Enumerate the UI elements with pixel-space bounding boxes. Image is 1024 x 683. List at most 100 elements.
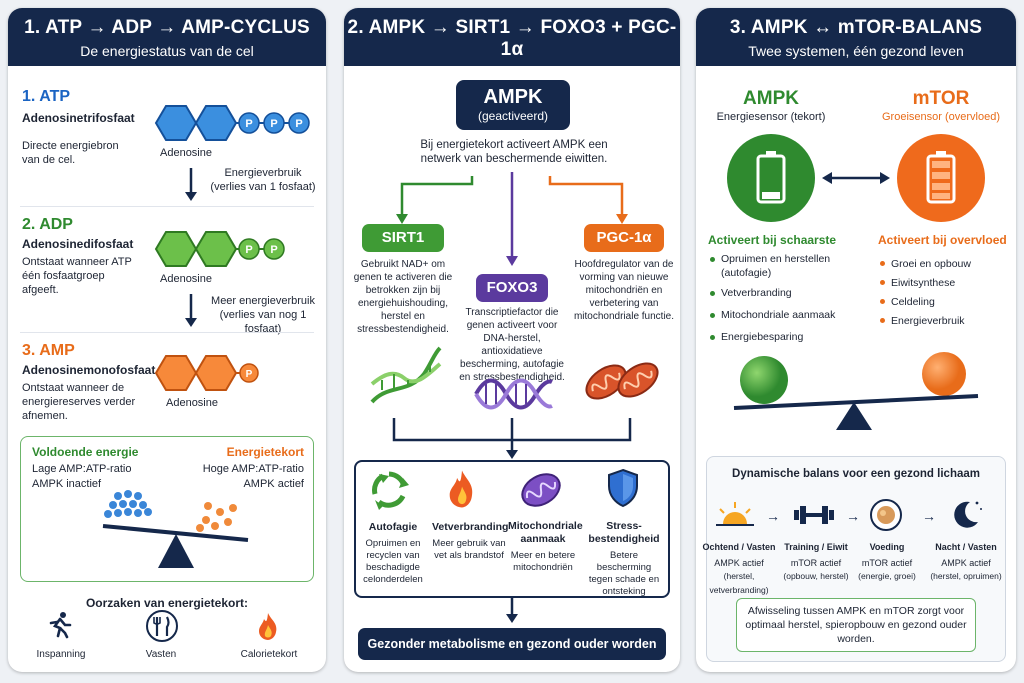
dynamic-balance-title: Dynamische balans voor een gezond lichaa… bbox=[732, 468, 980, 480]
balance-seesaw-icon bbox=[733, 352, 979, 430]
battery-full-icon bbox=[897, 134, 985, 222]
amp-description: Ontstaat wanneer de energiereserves verd… bbox=[22, 382, 136, 422]
phase-line1: AMPK actief bbox=[941, 558, 991, 568]
phase-line1: AMPK actief bbox=[714, 558, 764, 568]
energy-shortage-title: Energietekort bbox=[226, 445, 304, 459]
phosphate-label: P bbox=[270, 244, 277, 256]
atp-base-label: Adenosine bbox=[160, 147, 212, 159]
footer-note-box: Afwisseling tussen AMPK en mTOR zorgt vo… bbox=[736, 598, 976, 652]
energy-balance-box bbox=[20, 436, 314, 582]
phase-line2: (opbouw, herstel) bbox=[783, 571, 849, 581]
sirt1-description: Gebruikt NAD+ om genen te activeren die … bbox=[353, 259, 453, 335]
arrow2-label: Meer energieverbruik (verlies van nog 1 … bbox=[211, 295, 315, 335]
phase-line2: (energie, groei) bbox=[858, 571, 916, 581]
arrow-right-icon: → bbox=[766, 508, 780, 524]
arrow-right-icon: → bbox=[922, 508, 936, 524]
sufficient-energy-line2: AMPK inactief bbox=[32, 478, 102, 490]
mtor-list-item: Groei en opbouw bbox=[891, 257, 971, 270]
merge-bracket bbox=[392, 418, 632, 459]
mtor-list: Groei en opbouw Eiwitsynthese Celdeling … bbox=[880, 254, 1010, 330]
energy-shortage-line2: AMPK actief bbox=[243, 478, 304, 490]
atp-description: Directe energiebron van de cel. bbox=[22, 140, 119, 166]
panel-ampk-mtor-balance: 3. AMPK ↔ mTOR-BALANS Twee systemen, één… bbox=[696, 8, 1016, 672]
running-icon bbox=[49, 612, 72, 639]
atp-molecule-icon: P P P bbox=[154, 105, 310, 141]
panel-longevity-cascade: 2. AMPK → SIRT1 → FOXO3 + PGC-1α De long… bbox=[344, 8, 680, 672]
phase-line2: (herstel, vetverbranding) bbox=[709, 571, 769, 595]
arrow-down-icon bbox=[185, 294, 197, 327]
adp-molecule-icon: P P bbox=[154, 231, 285, 267]
ampk-title: AMPK bbox=[743, 88, 799, 109]
effect-name: Autofagie bbox=[368, 521, 418, 533]
recycle-icon bbox=[372, 471, 409, 510]
cause-exercise-label: Inspanning bbox=[36, 649, 86, 660]
foxo3-description: Transcriptiefactor die genen activeert v… bbox=[459, 307, 565, 383]
fasting-plate-icon bbox=[146, 610, 178, 642]
footer-note: Afwisseling tussen AMPK en mTOR zorgt vo… bbox=[745, 605, 967, 645]
phosphate-label: P bbox=[295, 118, 302, 130]
mtor-role: Groeisensor (overvloed) bbox=[882, 111, 1000, 123]
adp-description: Ontstaat wanneer ATP één fosfaatgroep af… bbox=[22, 256, 132, 296]
adp-base-label: Adenosine bbox=[160, 273, 212, 285]
result-banner: Gezonder metabolisme en gezond ouder wor… bbox=[358, 628, 666, 660]
mtor-list-item: Energieverbruik bbox=[891, 314, 965, 327]
phase-line1: mTOR actief bbox=[790, 558, 842, 568]
cause-calorie-label: Calorietekort bbox=[240, 649, 298, 660]
arrow-right-icon: → bbox=[846, 508, 860, 524]
cascade-intro: Bij energietekort activeert AMPK een net… bbox=[420, 139, 608, 165]
panel-title: 2. AMPK → SIRT1 → FOXO3 + PGC-1α bbox=[347, 17, 677, 60]
phase-name: Voeding bbox=[869, 542, 905, 552]
cause-fasting-label: Vasten bbox=[145, 649, 177, 660]
ampk-list-item: Mitochondriale aanmaak bbox=[721, 309, 836, 321]
panel-atp-cycle: 1. ATP → ADP → AMP-CYCLUS De energiestat… bbox=[8, 8, 326, 672]
effect-name: Stress-bestendigheid bbox=[588, 520, 660, 545]
arrow1-label: Energieverbruik (verlies van 1 fosfaat) bbox=[210, 167, 316, 193]
ampk-list-item: Vetverbranding bbox=[721, 287, 792, 299]
phosphate-label: P bbox=[246, 369, 253, 380]
food-bowl-icon bbox=[870, 499, 902, 531]
phase-name: Nacht / Vasten bbox=[935, 542, 997, 552]
phase-line2: (herstel, opruimen) bbox=[930, 571, 1002, 581]
effects-box bbox=[354, 460, 670, 598]
panel-header: 1. ATP → ADP → AMP-CYCLUS De energiestat… bbox=[8, 8, 326, 66]
mtor-list-heading: Activeert bij overvloed bbox=[878, 233, 1007, 247]
ampk-list-item: Opruimen en herstellen (autofagie) bbox=[721, 253, 831, 279]
double-arrow-icon bbox=[822, 172, 890, 184]
causes-title: Oorzaken van energietekort: bbox=[85, 596, 249, 610]
sufficient-energy-line1: Lage AMP:ATP-ratio bbox=[32, 463, 132, 475]
mtor-title: mTOR bbox=[912, 88, 970, 109]
phosphate-label: P bbox=[270, 118, 277, 130]
energy-shortage-line1: Hoge AMP:ATP-ratio bbox=[202, 463, 304, 475]
amp-heading: 3. AMP bbox=[22, 342, 75, 359]
moon-icon bbox=[954, 501, 982, 528]
phase-name: Ochtend / Vasten bbox=[702, 542, 776, 552]
arrow-down-icon bbox=[506, 598, 518, 623]
adp-heading: 2. ADP bbox=[22, 216, 73, 233]
ampk-sublabel: (geactiveerd) bbox=[477, 109, 549, 123]
ampk-label: AMPK bbox=[483, 86, 543, 108]
mtor-list-item: Eiwitsynthese bbox=[891, 276, 956, 289]
effect-description: Betere bescherming tegen schade en ontst… bbox=[588, 550, 660, 597]
effect-name: Vetverbranding bbox=[432, 521, 509, 533]
atp-heading: 1. ATP bbox=[22, 88, 71, 105]
dumbbell-icon bbox=[794, 506, 834, 524]
battery-low-icon bbox=[727, 134, 815, 222]
dna-icon bbox=[370, 346, 442, 404]
atp-name: Adenosinetrifosfaat bbox=[22, 111, 135, 125]
ampk-list: Opruimen en herstellen (autofagie) Vetve… bbox=[710, 252, 860, 348]
panel-header: 2. AMPK → SIRT1 → FOXO3 + PGC-1α De long… bbox=[344, 8, 680, 81]
effect-description: Opruimen en recyclen van beschadigde cel… bbox=[363, 538, 423, 585]
pgc1a-label: PGC-1α bbox=[584, 224, 664, 252]
shield-icon bbox=[608, 468, 638, 508]
sufficient-energy-title: Voldoende energie bbox=[32, 445, 139, 459]
dna-icon bbox=[474, 378, 553, 410]
ampk-box: AMPK (geactiveerd) bbox=[456, 80, 570, 130]
phosphate-label: P bbox=[245, 244, 252, 256]
mitochondria-icon bbox=[585, 362, 659, 400]
amp-name: Adenosinemonofosfaat bbox=[22, 363, 156, 377]
phosphate-label: P bbox=[245, 118, 252, 130]
adp-name: Adenosinedifosfaat bbox=[22, 237, 134, 251]
sunrise-icon bbox=[716, 502, 754, 526]
panel-title: 3. AMPK ↔ mTOR-BALANS bbox=[729, 17, 983, 38]
effect-description: Meer en betere mitochondriën bbox=[510, 550, 576, 573]
